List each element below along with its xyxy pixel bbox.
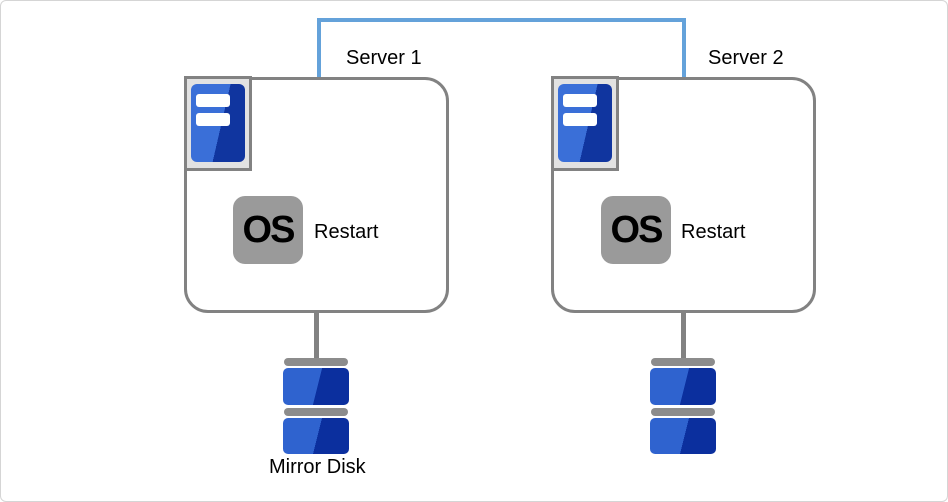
disk-platter [650, 418, 716, 454]
disk-stack-icon [650, 358, 716, 454]
server-tower-body [191, 84, 245, 162]
os-badge-icon: OS [233, 196, 303, 264]
disk-platter [283, 368, 349, 405]
server-tower-slot [196, 113, 230, 126]
disk-stack-icon [283, 358, 349, 454]
server-tower-slot [563, 113, 597, 126]
disk-platter [650, 368, 716, 405]
os-badge-icon: OS [601, 196, 671, 264]
disk-platter [283, 418, 349, 454]
server1-restart-label: Restart [314, 221, 379, 243]
server-tower-slot [196, 94, 230, 107]
server-tower-icon [184, 76, 252, 171]
disk-cap [651, 358, 715, 366]
server2-disk-connector [681, 312, 686, 361]
disk-cap [284, 358, 348, 366]
server2-restart-label: Restart [681, 221, 746, 243]
interconnect-line-left-drop [317, 18, 321, 78]
server-tower-icon [551, 76, 619, 171]
server1-label: Server 1 [346, 47, 422, 69]
interconnect-line-right-drop [682, 18, 686, 78]
disk-cap [651, 408, 715, 416]
interconnect-line-horizontal [317, 18, 686, 22]
mirror-disk-label: Mirror Disk [269, 456, 366, 478]
server-tower-slot [563, 94, 597, 107]
server1-disk-connector [314, 312, 319, 361]
server-tower-body [558, 84, 612, 162]
server2-label: Server 2 [708, 47, 784, 69]
disk-cap [284, 408, 348, 416]
